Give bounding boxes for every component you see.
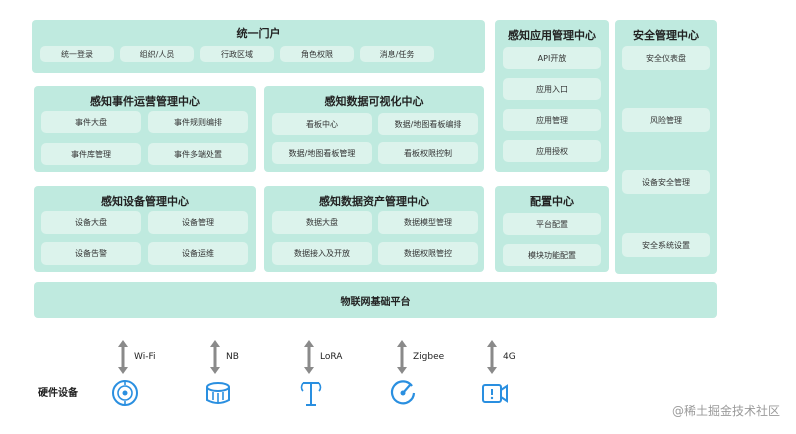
event-center-title: 感知事件运营管理中心 xyxy=(90,95,200,108)
security-center-panel: 安全管理中心 安全仪表盘 风险管理 设备安全管理 安全系统设置 xyxy=(615,20,717,274)
app-center-title: 感知应用管理中心 xyxy=(508,29,596,42)
event-item-library[interactable]: 事件库管理 xyxy=(41,143,141,165)
asset-item-access[interactable]: 数据接入及开放 xyxy=(272,242,372,265)
asset-center-panel: 感知数据资产管理中心 数据大盘 数据模型管理 数据接入及开放 数据权限管控 xyxy=(264,186,484,272)
protocol-lora: LoRA xyxy=(304,340,342,374)
camera-icon xyxy=(482,384,508,403)
app-center-panel: 感知应用管理中心 API开放 应用入口 应用管理 应用授权 xyxy=(495,20,609,172)
security-item-dashboard[interactable]: 安全仪表盘 xyxy=(622,46,710,70)
visual-center-panel: 感知数据可视化中心 看板中心 数据/地图看板编排 数据/地图看板管理 看板权限控… xyxy=(264,86,484,172)
config-center-title: 配置中心 xyxy=(530,195,574,208)
portal-item-region[interactable]: 行政区域 xyxy=(200,46,274,62)
protocol-label: Zigbee xyxy=(413,352,445,362)
visual-item-board-manage[interactable]: 数据/地图看板管理 xyxy=(272,142,372,164)
protocol-nb: NB xyxy=(210,340,239,374)
protocol-label: 4G xyxy=(503,352,516,362)
event-item-dashboard[interactable]: 事件大盘 xyxy=(41,111,141,133)
visual-item-board-compose[interactable]: 数据/地图看板编排 xyxy=(378,113,478,135)
gauge-icon xyxy=(390,380,416,405)
portal-title: 统一门户 xyxy=(236,27,281,40)
double-arrow-icon xyxy=(118,340,128,374)
security-center-title: 安全管理中心 xyxy=(633,29,699,42)
app-item-manage[interactable]: 应用管理 xyxy=(503,109,601,131)
protocol-label: NB xyxy=(226,352,239,362)
asset-item-model[interactable]: 数据模型管理 xyxy=(378,211,478,234)
portal-item-message[interactable]: 消息/任务 xyxy=(360,46,434,62)
portal-item-login[interactable]: 统一登录 xyxy=(40,46,114,62)
security-item-risk[interactable]: 风险管理 xyxy=(622,108,710,132)
event-item-rules[interactable]: 事件规则编排 xyxy=(148,111,248,133)
device-item-dashboard[interactable]: 设备大盘 xyxy=(41,211,141,234)
antenna-icon xyxy=(300,382,322,406)
protocol-label: Wi-Fi xyxy=(134,352,156,362)
portal-item-role[interactable]: 角色权限 xyxy=(280,46,354,62)
router-icon xyxy=(112,380,138,406)
asset-item-permission[interactable]: 数据权限管控 xyxy=(378,242,478,265)
meter-icon xyxy=(206,382,230,404)
config-item-module[interactable]: 模块功能配置 xyxy=(503,244,601,266)
protocol-4g: 4G xyxy=(487,340,516,374)
visual-item-board-center[interactable]: 看板中心 xyxy=(272,113,372,135)
event-center-panel: 感知事件运营管理中心 事件大盘 事件规则编排 事件库管理 事件多端处置 xyxy=(34,86,256,172)
double-arrow-icon xyxy=(304,340,314,374)
app-item-api[interactable]: API开放 xyxy=(503,47,601,69)
protocol-wifi: Wi-Fi xyxy=(118,340,155,374)
protocol-zigbee: Zigbee xyxy=(397,340,444,374)
config-center-panel: 配置中心 平台配置 模块功能配置 xyxy=(495,186,609,272)
event-item-handling[interactable]: 事件多端处置 xyxy=(148,143,248,165)
platform-bar: 物联网基础平台 xyxy=(34,282,717,318)
device-center-panel: 感知设备管理中心 设备大盘 设备管理 设备告警 设备运维 xyxy=(34,186,256,272)
double-arrow-icon xyxy=(210,340,220,374)
visual-center-title: 感知数据可视化中心 xyxy=(324,95,424,108)
double-arrow-icon xyxy=(487,340,497,374)
protocol-label: LoRA xyxy=(320,352,343,362)
asset-center-title: 感知数据资产管理中心 xyxy=(319,195,429,208)
portal-panel: 统一门户 统一登录 组织/人员 行政区域 角色权限 消息/任务 xyxy=(32,20,485,73)
device-item-ops[interactable]: 设备运维 xyxy=(148,242,248,265)
visual-item-board-permission[interactable]: 看板权限控制 xyxy=(378,142,478,164)
double-arrow-icon xyxy=(397,340,407,374)
device-item-alarm[interactable]: 设备告警 xyxy=(41,242,141,265)
hardware-label: 硬件设备 xyxy=(38,388,78,399)
device-item-manage[interactable]: 设备管理 xyxy=(148,211,248,234)
portal-item-org[interactable]: 组织/人员 xyxy=(120,46,194,62)
watermark: @稀土掘金技术社区 xyxy=(671,404,780,418)
platform-title: 物联网基础平台 xyxy=(340,297,411,308)
config-item-platform[interactable]: 平台配置 xyxy=(503,213,601,235)
security-item-settings[interactable]: 安全系统设置 xyxy=(622,233,710,257)
app-item-auth[interactable]: 应用授权 xyxy=(503,140,601,162)
app-item-entry[interactable]: 应用入口 xyxy=(503,78,601,100)
asset-item-dashboard[interactable]: 数据大盘 xyxy=(272,211,372,234)
security-item-device-security[interactable]: 设备安全管理 xyxy=(622,170,710,194)
device-center-title: 感知设备管理中心 xyxy=(101,195,189,208)
